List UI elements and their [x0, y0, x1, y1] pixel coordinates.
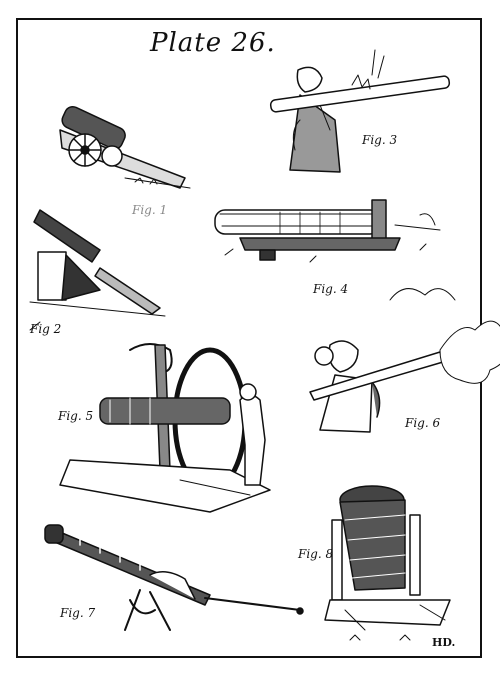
fig1-label: Fig. 1 — [132, 203, 168, 217]
fig4-label: Fig. 4 — [313, 282, 349, 296]
fig8-label: Fig. 8 — [298, 547, 334, 561]
fig4-bed-cannon-drawing — [214, 199, 441, 263]
fig1-wheeled-cannon-drawing — [59, 105, 191, 189]
fig3-label: Fig. 3 — [362, 133, 398, 147]
fig8-mortar-drawing — [324, 485, 451, 641]
fig6-smoking-gun-drawing — [309, 288, 500, 433]
fig2-label: Fig 2 — [30, 322, 62, 336]
plate-title: Plate 26. — [150, 28, 276, 58]
fig7-label: Fig. 7 — [60, 606, 96, 620]
fig2-angled-cannon-drawing — [29, 209, 166, 331]
fig5-frame-cannon-drawing — [59, 343, 271, 513]
fig5-label: Fig. 5 — [58, 409, 94, 423]
fig3-hand-gunner-drawing — [269, 49, 451, 173]
fig6-label: Fig. 6 — [405, 416, 441, 430]
fig7-forked-stand-cannon-drawing — [44, 524, 304, 631]
artist-monogram: HD. — [432, 636, 456, 649]
